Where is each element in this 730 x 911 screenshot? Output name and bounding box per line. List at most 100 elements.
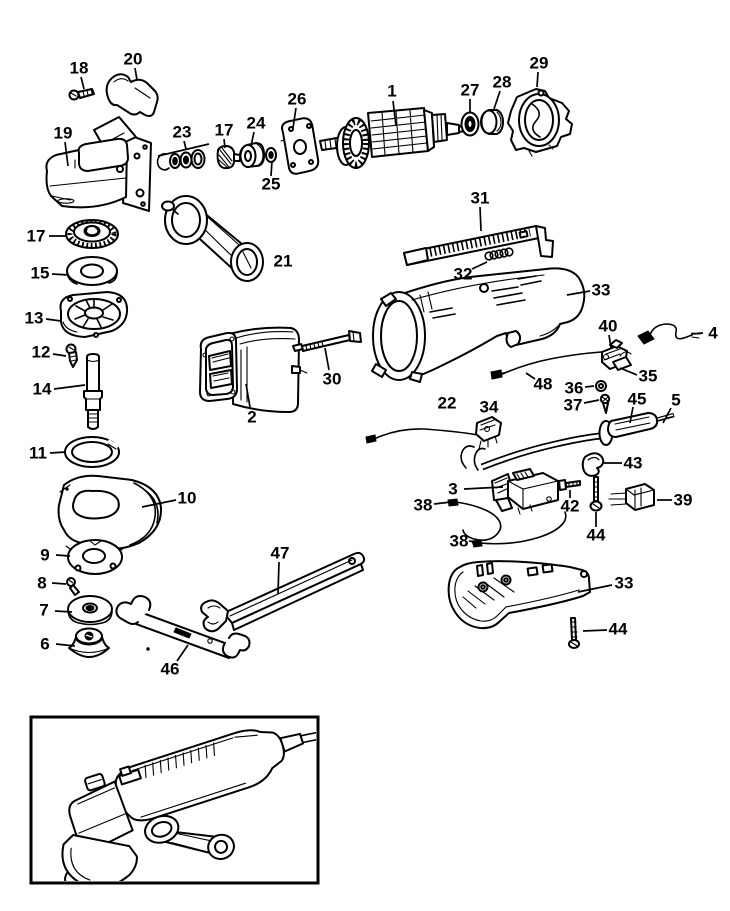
part-label-9: 9 xyxy=(40,546,49,565)
leader-line-23 xyxy=(157,143,210,157)
leader-line-23 xyxy=(183,140,187,150)
leader-line-48 xyxy=(525,372,536,380)
part-label-45: 45 xyxy=(628,390,647,409)
part-label-38a: 38 xyxy=(414,496,433,515)
part-label-14: 14 xyxy=(33,380,52,399)
bolt-30-drawing xyxy=(301,330,362,352)
cord-protector-45-drawing xyxy=(598,412,659,446)
leader-line-3 xyxy=(463,486,504,490)
part-label-30: 30 xyxy=(323,370,342,389)
part-label-19: 19 xyxy=(54,124,73,143)
leader-line-33a xyxy=(566,290,591,296)
leader-line-47 xyxy=(277,561,280,595)
leader-line-19 xyxy=(64,141,69,167)
part-label-7: 7 xyxy=(39,601,48,620)
spring-32-drawing xyxy=(484,247,514,261)
bevel-gear-17-drawing xyxy=(65,219,119,249)
brush-plate-31-drawing xyxy=(403,225,554,266)
cord-5-drawing xyxy=(460,412,675,471)
screw-8-drawing xyxy=(66,577,80,596)
motor-housing-33-top-drawing xyxy=(371,267,586,383)
leader-line-6 xyxy=(55,643,76,647)
part-label-3: 3 xyxy=(448,480,457,499)
leader-line-38a xyxy=(433,501,452,505)
screw-18-drawing xyxy=(68,88,95,101)
leader-line-12 xyxy=(52,353,67,357)
adjusting-bar-47-drawing xyxy=(200,551,366,633)
leader-line-9 xyxy=(55,554,71,557)
part-label-44a: 44 xyxy=(587,526,606,545)
leader-line-33b xyxy=(577,584,613,593)
clamp-plate-9-drawing xyxy=(65,539,126,575)
brush-holder-34-drawing xyxy=(475,416,502,450)
pinion-17-drawing xyxy=(216,145,241,170)
part-label-47: 47 xyxy=(271,544,290,563)
leader-line-35 xyxy=(619,367,638,376)
washer-27-drawing xyxy=(460,111,480,137)
part-label-24: 24 xyxy=(247,114,266,133)
leader-line-45 xyxy=(629,406,634,424)
part-label-25: 25 xyxy=(262,175,281,194)
leader-line-2 xyxy=(245,383,251,408)
bracket-20-drawing xyxy=(105,73,159,117)
part-label-11: 11 xyxy=(29,444,47,463)
wire-4-drawing xyxy=(637,323,701,345)
part-label-33b: 33 xyxy=(615,574,634,593)
part-label-17b: 17 xyxy=(215,121,234,140)
part-label-39: 39 xyxy=(674,491,693,510)
field-2-drawing xyxy=(199,326,308,413)
guard-10-drawing xyxy=(57,474,163,550)
part-label-23: 23 xyxy=(173,123,192,142)
leader-line-36 xyxy=(584,385,595,388)
armature-1-drawing xyxy=(319,107,466,169)
part-label-35: 35 xyxy=(639,367,658,386)
wire-38-lower-drawing xyxy=(471,511,567,548)
spindle-14-drawing xyxy=(83,353,103,430)
leader-line-24 xyxy=(250,131,255,147)
leader-line-5 xyxy=(662,407,672,424)
leader-line-38b xyxy=(468,540,476,543)
part-label-44b: 44 xyxy=(609,620,628,639)
part-label-36: 36 xyxy=(565,379,584,398)
part-label-40: 40 xyxy=(599,317,618,336)
washer-15-drawing xyxy=(66,256,118,286)
screw-12-drawing xyxy=(65,343,78,368)
switch-3-drawing xyxy=(491,468,559,515)
part-label-31: 31 xyxy=(471,189,490,208)
leader-line-37 xyxy=(583,399,600,404)
bearing-28-drawing xyxy=(480,109,504,135)
part-label-38b: 38 xyxy=(450,532,469,551)
part-label-13: 13 xyxy=(25,309,44,328)
part-label-34: 34 xyxy=(480,398,499,417)
inner-flange-7-drawing xyxy=(67,595,113,626)
wire-38-upper-drawing xyxy=(447,498,502,541)
leader-line-28 xyxy=(493,90,501,110)
wire-48-drawing xyxy=(490,351,602,380)
washer-25-drawing xyxy=(265,147,277,163)
plate-26-drawing xyxy=(280,117,320,175)
brush-35-drawing xyxy=(612,351,632,371)
end-cap-29-drawing xyxy=(507,88,573,157)
leader-line-20 xyxy=(134,67,138,81)
part-label-18: 18 xyxy=(70,59,89,78)
screw-37-drawing xyxy=(599,393,611,414)
part-label-29: 29 xyxy=(530,54,549,73)
leader-line-10 xyxy=(141,499,177,508)
leader-line-25 xyxy=(270,160,273,177)
leader-line-32 xyxy=(471,261,488,270)
cord-clamp-43-drawing xyxy=(581,452,605,477)
assembled-grinder-inset xyxy=(29,715,320,885)
part-label-5: 5 xyxy=(671,391,680,410)
part-label-33a: 33 xyxy=(592,281,611,300)
screw-42-drawing xyxy=(558,479,581,491)
leader-line-46 xyxy=(176,644,189,662)
screw-44-lower-drawing xyxy=(568,617,580,649)
part-label-37: 37 xyxy=(564,396,583,415)
part-label-2: 2 xyxy=(247,408,256,427)
part-label-26: 26 xyxy=(288,90,307,109)
part-label-48: 48 xyxy=(534,375,553,394)
leader-line-31 xyxy=(479,206,482,232)
plug-39-drawing xyxy=(608,483,655,511)
